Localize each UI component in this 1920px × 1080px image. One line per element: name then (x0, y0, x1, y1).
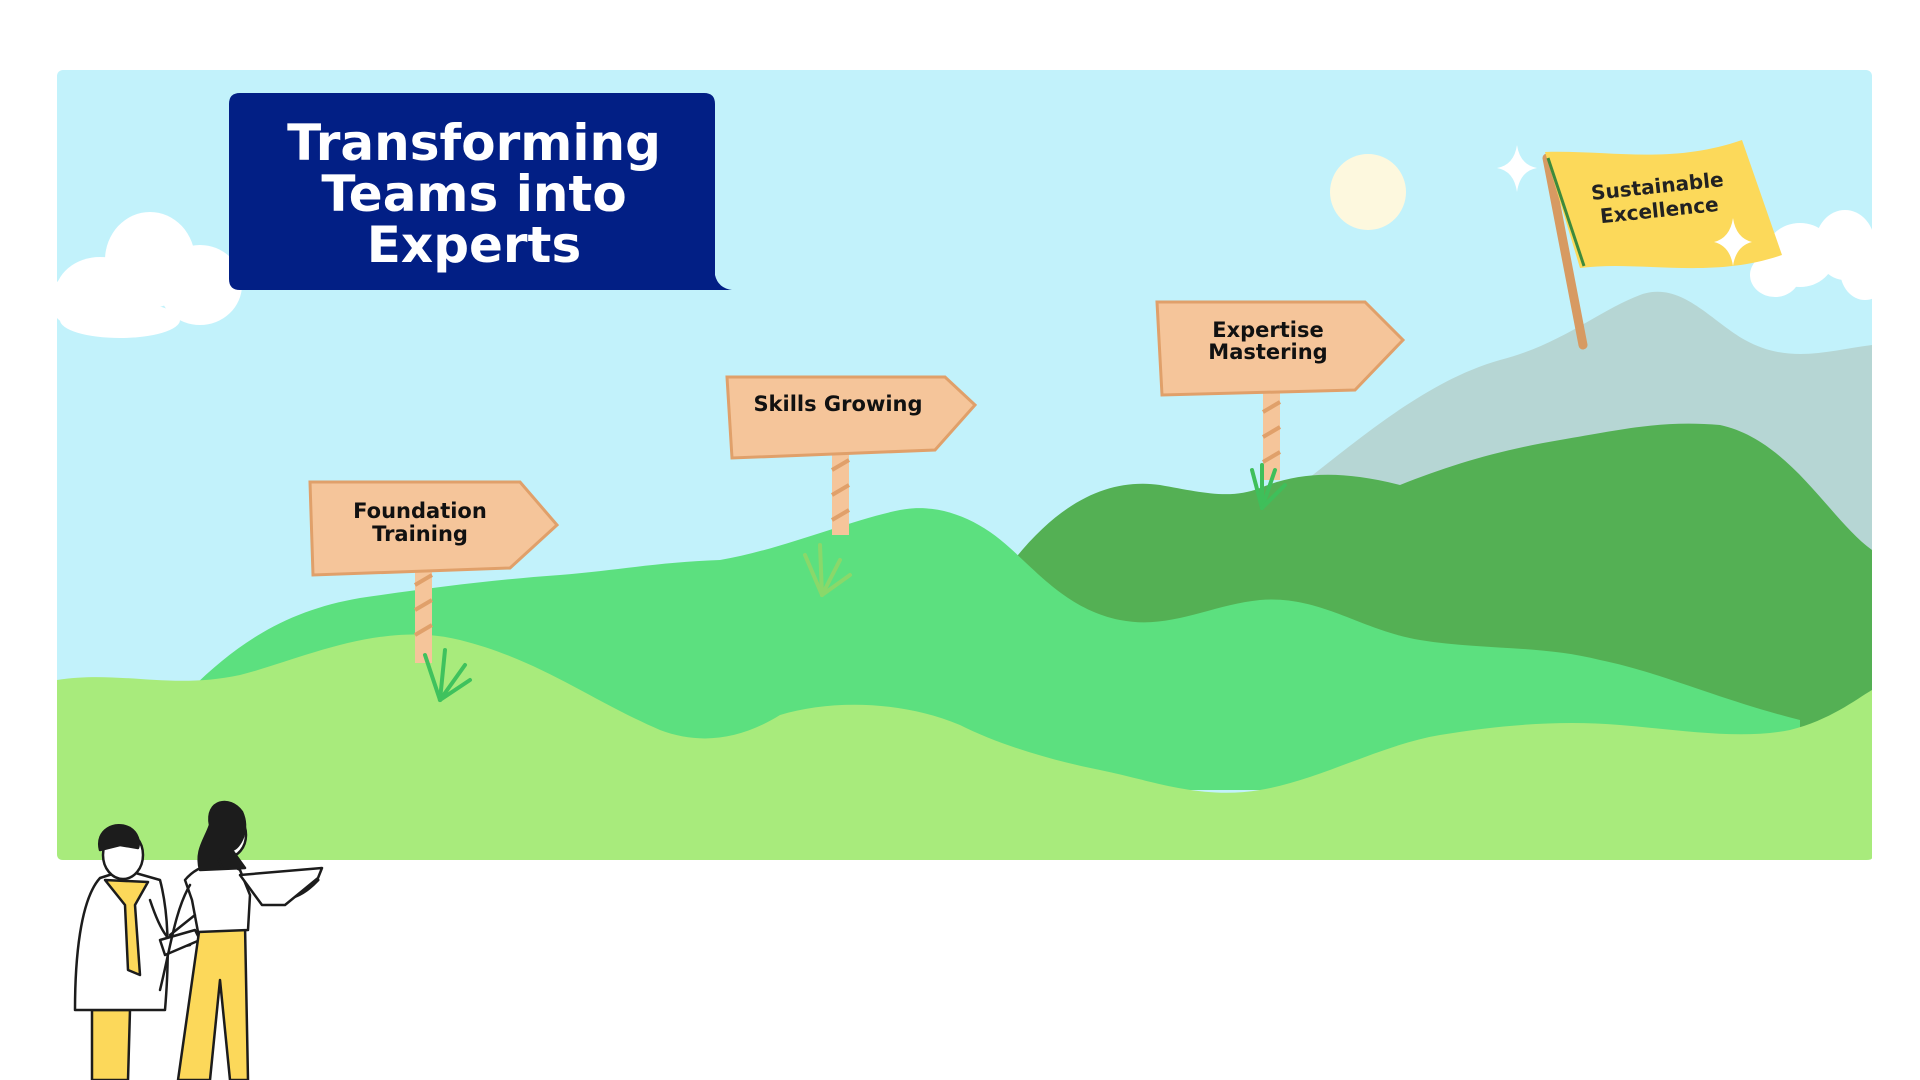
cloud-right-icon (1750, 210, 1890, 300)
signpost-skills: Skills Growing (725, 375, 978, 597)
grass-tuft-icon (423, 648, 472, 702)
sign-post-pole (830, 450, 851, 535)
sign-label-line-1: Skills Growing (753, 392, 922, 416)
sign-post-pole (1261, 392, 1282, 480)
grass-tuft-icon (1250, 463, 1287, 510)
sun-icon (1330, 154, 1406, 230)
grass-tuft-icon (803, 543, 852, 597)
people-illustration (73, 800, 324, 1080)
sign-post-pole (413, 568, 434, 663)
hill-light (57, 634, 1872, 860)
sign-label-line-2: Mastering (1208, 340, 1327, 364)
title-line-3: Experts (367, 216, 581, 274)
signpost-expertise: Expertise Mastering (1155, 300, 1406, 510)
cloud-left-icon (50, 212, 242, 338)
sign-label-line-1: Foundation (353, 499, 487, 523)
woman-figure (158, 800, 324, 1080)
man-figure (73, 824, 202, 1080)
sparkle-icon (1714, 218, 1752, 266)
title-line-2: Teams into (321, 165, 626, 223)
sign-label-line-2: Training (372, 522, 468, 546)
sparkle-icon (1497, 145, 1537, 192)
signpost-foundation: Foundation Training (308, 480, 560, 702)
sign-label-line-1: Expertise (1212, 318, 1324, 342)
title-line-1: Transforming (287, 114, 661, 172)
goal-flag: Sustainable Excellence (1542, 140, 1782, 350)
title-panel: Transforming Teams into Experts (229, 93, 732, 290)
flag-pole (1542, 153, 1588, 350)
